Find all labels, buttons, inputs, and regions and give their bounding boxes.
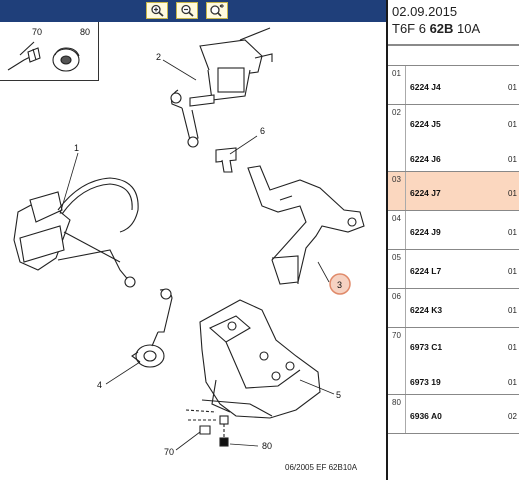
column-header-row [388, 46, 519, 66]
part-number[interactable]: 6224 K3 [410, 305, 443, 315]
column-separator [405, 172, 406, 210]
diagram-pane: 2 6 1 3 4 5 70 80 70 80 06/2005 EF 62B10… [0, 0, 387, 472]
item-number: 02 [392, 108, 401, 117]
inset-callout-70: 70 [32, 27, 42, 37]
zoom-out-icon [181, 4, 194, 17]
item-number: 04 [392, 214, 401, 223]
parts-diagram: 2 6 1 3 4 5 70 80 70 80 [7, 27, 365, 457]
column-separator [405, 105, 406, 171]
column-separator [405, 328, 406, 394]
item-number: 03 [392, 175, 401, 184]
callout-3: 3 [337, 280, 342, 290]
parts-row[interactable]: 02 6224 J5 01 6224 J6 01 [388, 105, 519, 172]
zoom-in-icon [151, 4, 164, 17]
parts-header: 02.09.2015 T6F 6 62B 10A [388, 0, 519, 42]
part-number[interactable]: 6973 19 [410, 377, 441, 387]
parts-row[interactable]: 80 6936 A0 02 [388, 395, 519, 434]
zoom-reset-icon [210, 3, 224, 17]
part-quantity: 01 [508, 120, 517, 129]
callout-2: 2 [156, 52, 161, 62]
callout-4: 4 [97, 380, 102, 390]
selected-callout-ring [329, 273, 351, 295]
column-separator [405, 289, 406, 327]
part-number[interactable]: 6224 J9 [410, 227, 441, 237]
parts-table: 01 6224 J4 01 02 6224 J5 01 6224 J6 01 03 6224 J7… [388, 66, 519, 434]
part-number[interactable]: 6973 C1 [410, 342, 443, 352]
part-number[interactable]: 6224 J4 [410, 82, 441, 92]
part-quantity: 02 [508, 412, 517, 421]
part-number[interactable]: 6936 A0 [410, 411, 442, 421]
part-number[interactable]: 6224 L7 [410, 266, 442, 276]
item-number: 01 [392, 69, 401, 78]
part-quantity: 01 [508, 343, 517, 352]
column-separator [405, 395, 406, 433]
parts-list-pane: 02.09.2015 T6F 6 62B 10A 01 6224 J4 01 02 62… [388, 0, 519, 480]
callout-5: 5 [336, 390, 341, 400]
part-quantity: 01 [508, 228, 517, 237]
item-number: 05 [392, 253, 401, 262]
part-quantity: 01 [508, 189, 517, 198]
part-number[interactable]: 6224 J7 [410, 188, 441, 198]
part-quantity: 01 [508, 83, 517, 92]
column-separator [405, 250, 406, 288]
zoom-in-button[interactable] [146, 2, 168, 19]
zoom-out-button[interactable] [176, 2, 198, 19]
vehicle-reference: T6F 6 62B 10A [392, 21, 481, 36]
toolbar [0, 0, 387, 22]
item-number: 70 [392, 331, 401, 340]
diagram-reference: 06/2005 EF 62B10A [285, 463, 358, 472]
parts-row[interactable]: 70 6973 C1 01 6973 19 01 [388, 328, 519, 395]
parts-row[interactable]: 04 6224 J9 01 [388, 211, 519, 250]
callout-1: 1 [74, 143, 79, 153]
catalog-date: 02.09.2015 [392, 4, 458, 19]
item-number: 80 [392, 398, 401, 407]
parts-row[interactable]: 05 6224 L7 01 [388, 250, 519, 289]
part-quantity: 01 [508, 306, 517, 315]
pane-divider [386, 0, 388, 480]
parts-row[interactable]: 03 6224 J7 01 [388, 172, 519, 211]
callout-70: 70 [164, 447, 174, 457]
callout-6: 6 [260, 126, 265, 136]
part-quantity: 01 [508, 378, 517, 387]
parts-row[interactable]: 06 6224 K3 01 [388, 289, 519, 328]
part-quantity: 01 [508, 155, 517, 164]
parts-row[interactable]: 01 6224 J4 01 [388, 66, 519, 105]
part-number[interactable]: 6224 J6 [410, 154, 441, 164]
zoom-reset-button[interactable] [206, 2, 228, 19]
part-number[interactable]: 6224 J5 [410, 119, 441, 129]
callout-80: 80 [262, 441, 272, 451]
part-quantity: 01 [508, 267, 517, 276]
inset-box [0, 22, 99, 81]
column-separator [405, 66, 406, 104]
header-divider [388, 44, 519, 46]
item-number: 06 [392, 292, 401, 301]
inset-callout-80: 80 [80, 27, 90, 37]
column-separator [405, 211, 406, 249]
